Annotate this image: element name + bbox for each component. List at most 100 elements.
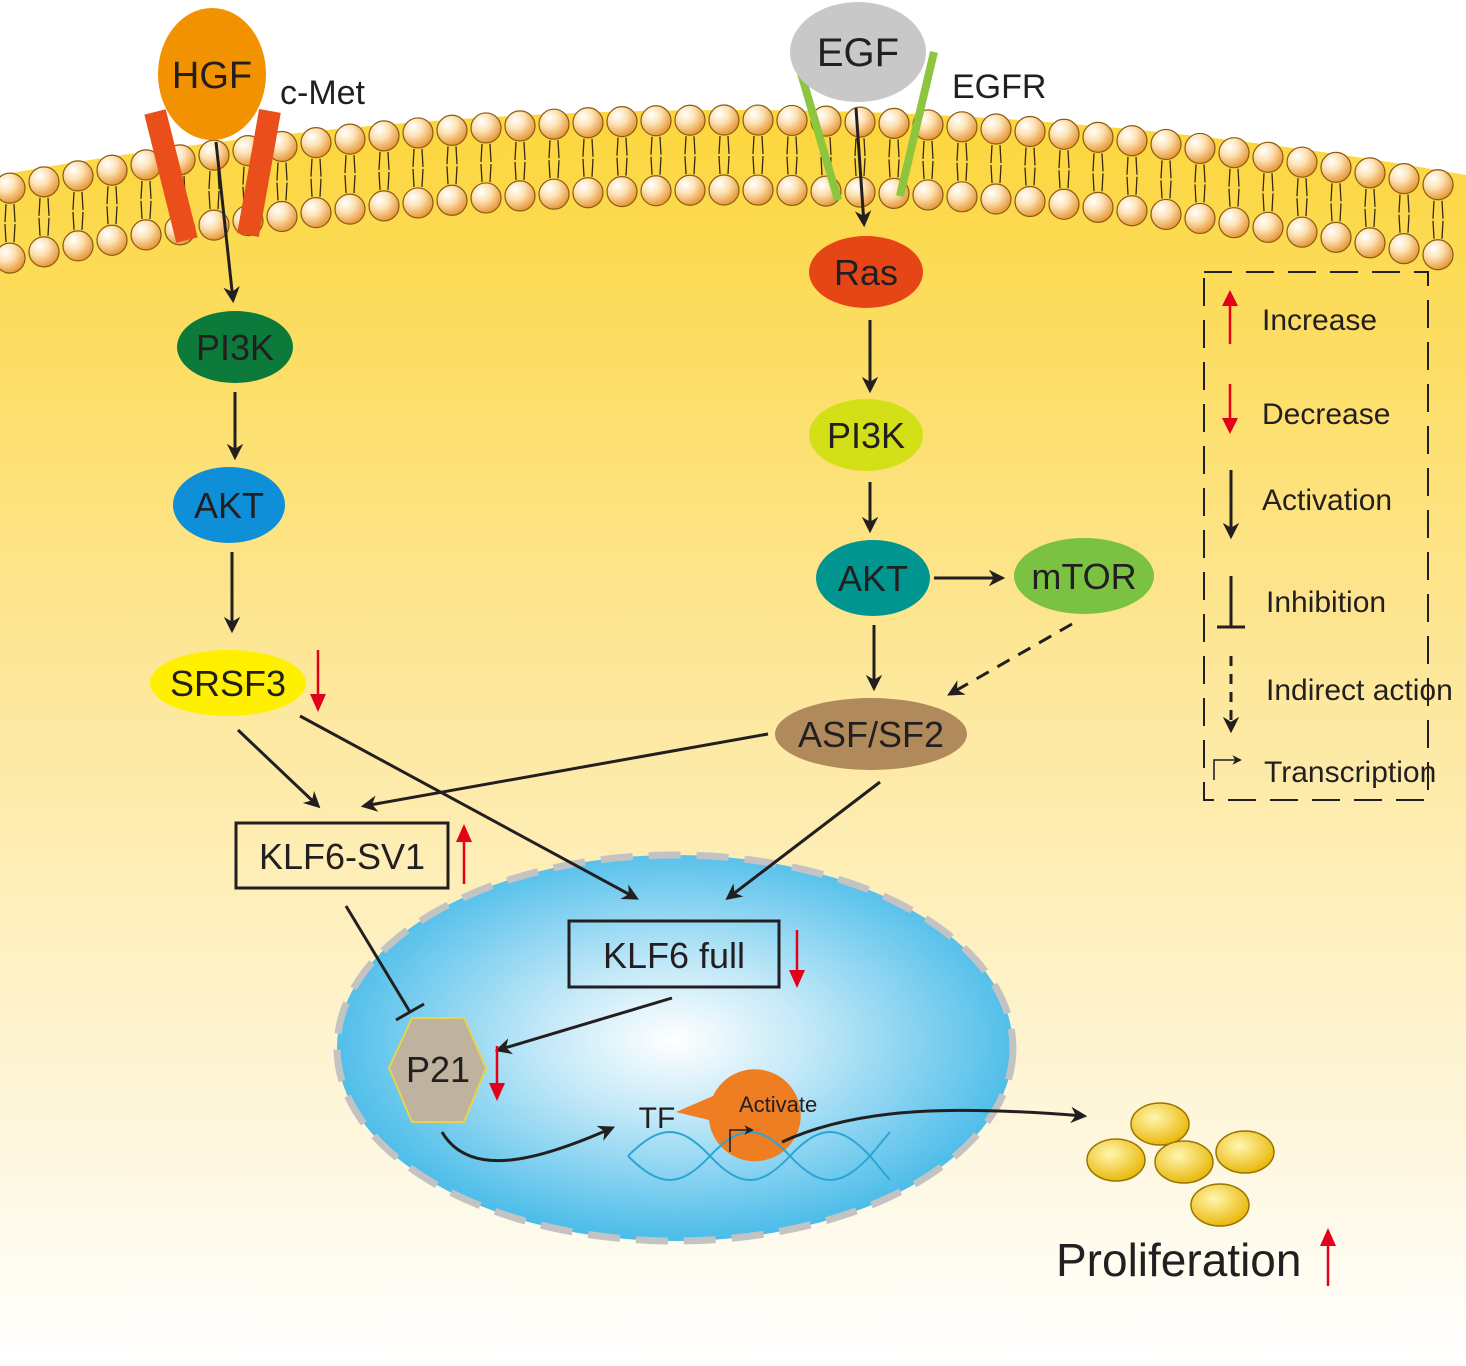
legend-transcription-icon [1213, 755, 1242, 780]
srsf3-node [150, 650, 306, 716]
phospholipid-head [1286, 146, 1318, 178]
phospholipid-head [640, 175, 672, 207]
phospholipid-head [334, 193, 366, 225]
phospholipid-head [674, 174, 706, 206]
inhibition-klf6sv1-p21 [344, 905, 425, 1022]
phospholipid-head [1150, 198, 1182, 231]
phospholipid-head [742, 174, 774, 206]
phospholipid-head [266, 200, 298, 233]
phospholipid-head [96, 224, 128, 256]
proliferation-cells [1086, 1102, 1275, 1227]
p21-decrease-icon [489, 1046, 505, 1101]
legend-decrease-label: Decrease [1262, 398, 1390, 431]
egf-label: EGF [817, 31, 899, 75]
klf6-full-box [567, 919, 781, 989]
phospholipid-head [606, 106, 638, 138]
phospholipid-head [1422, 239, 1454, 271]
phospholipid-head [946, 111, 978, 143]
phospholipid-head [538, 108, 570, 140]
pi3k-left-label: PI3K [196, 327, 274, 368]
phospholipid-head [28, 236, 60, 268]
phospholipid-head [198, 209, 230, 241]
tf-label: TF [639, 1102, 676, 1135]
proliferation-label: Proliferation [1056, 1234, 1301, 1286]
phospholipid-head [980, 113, 1012, 145]
activate-label: Activate [739, 1092, 817, 1117]
akt-left-label: AKT [194, 485, 264, 526]
legend-activation-label: Activation [1262, 484, 1392, 517]
ras-label: Ras [834, 252, 898, 293]
asf-sf2-label: ASF/SF2 [798, 714, 944, 755]
phospholipid-head [470, 182, 502, 214]
egfr-label: EGFR [952, 68, 1046, 106]
phospholipid-head [776, 174, 808, 207]
phospholipid-head [300, 197, 332, 229]
pi3k-left-node [177, 311, 293, 383]
phospholipid-head [1252, 141, 1284, 173]
klf6-sv1-increase-icon [456, 824, 472, 884]
srsf3-label: SRSF3 [170, 663, 286, 704]
phospholipid-head [504, 180, 536, 212]
c-met-label: c-Met [280, 74, 366, 112]
phospholipid-head [62, 230, 94, 262]
arrow-srsf3-klf6full [299, 714, 639, 900]
phospholipid-head [572, 177, 604, 209]
srsf3-decrease-icon [310, 650, 326, 712]
nucleus [333, 851, 1017, 1245]
phospholipid-head [1014, 115, 1046, 148]
phospholipid-head [1048, 118, 1080, 150]
phospholipid-head [538, 178, 570, 210]
phospholipid-head [96, 154, 128, 186]
klf6-full-decrease-icon [789, 930, 805, 988]
arrow-klf6full-p21 [494, 996, 673, 1055]
phospholipid-head [470, 112, 502, 144]
arrow-srsf3-klf6sv1 [236, 728, 321, 809]
phospholipid-head [912, 179, 944, 211]
phospholipid-head [1422, 169, 1454, 201]
phospholipid-head [436, 114, 468, 146]
legend-increase-label: Increase [1262, 304, 1377, 337]
phospholipid-head [1082, 191, 1114, 223]
arrow-p21-tf [440, 1125, 616, 1163]
phospholipid-head [1218, 207, 1250, 239]
phospholipid-head [776, 104, 808, 137]
egf-ligand [790, 2, 926, 102]
phospholipid-head [878, 107, 910, 139]
pi3k-right-node [809, 399, 923, 471]
ras-node [809, 236, 923, 308]
phospholipid-head [0, 242, 26, 274]
arrow-egf-ras [854, 107, 872, 228]
phospholipid-head [1388, 233, 1420, 265]
pi3k-right-label: PI3K [827, 415, 905, 456]
phospholipid-head [946, 181, 978, 213]
legend-indirect-label: Indirect action [1266, 674, 1453, 707]
proliferation-increase-icon [1320, 1228, 1336, 1286]
akt-left-node [173, 467, 285, 543]
mtor-node [1014, 538, 1154, 614]
phospholipid-head [1320, 151, 1352, 183]
phospholipid-head [300, 127, 332, 159]
phospholipid-head [368, 120, 400, 152]
phospholipid-head [1048, 188, 1080, 220]
arrow-asf-klf6full [725, 780, 881, 901]
phospholipid-head [674, 104, 706, 136]
phospholipid-head [1184, 132, 1216, 165]
phospholipid-head [368, 190, 400, 222]
phospholipid-head [1320, 221, 1352, 253]
akt-right-label: AKT [838, 558, 908, 599]
klf6-sv1-box [234, 821, 450, 890]
phospholipid-head [1116, 125, 1148, 157]
transcription-start-icon [729, 1125, 754, 1152]
phospholipid-head [28, 166, 60, 198]
phospholipid-head [572, 107, 604, 139]
phospholipid-head [1184, 202, 1216, 235]
phospholipid-head [198, 139, 230, 171]
phospholipid-head [606, 176, 638, 208]
hgf-label: HGF [172, 55, 252, 97]
legend-decrease-icon [1222, 384, 1238, 434]
phospholipid-head [1116, 195, 1148, 227]
phospholipid-head [1354, 227, 1386, 259]
c-met-receptor [144, 109, 281, 243]
phospholipid-head [742, 104, 774, 136]
